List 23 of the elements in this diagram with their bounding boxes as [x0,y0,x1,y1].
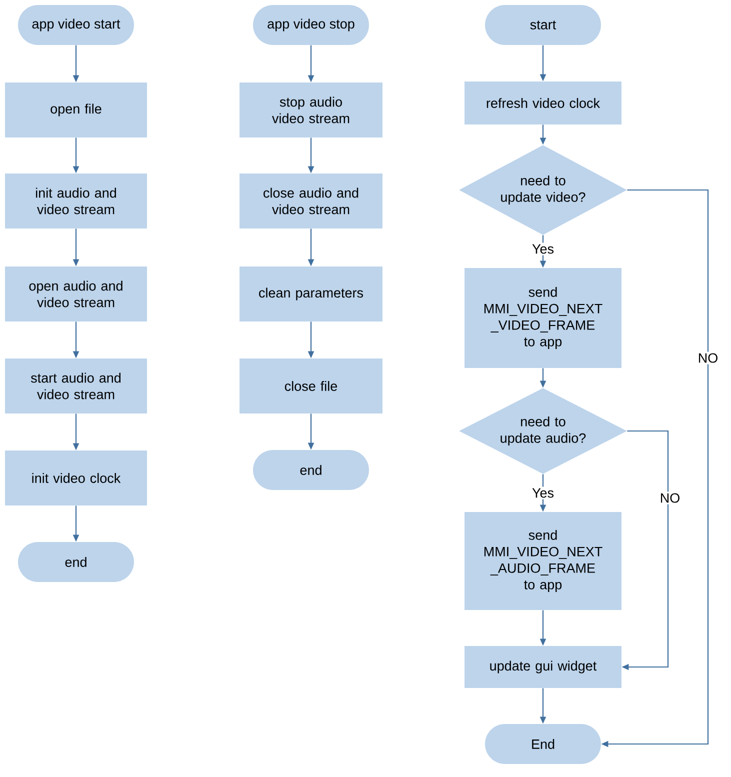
process-box: open file [5,82,147,138]
process-box: send MMI_VIDEO_NEXT _AUDIO_FRAME to app [464,512,622,610]
process-box: start audio and video stream [5,358,147,414]
terminal-pill: end [18,542,134,582]
process-box: stop audio video stream [240,82,382,138]
process-box: clean parameters [240,266,382,322]
process-box: send MMI_VIDEO_NEXT _VIDEO_FRAME to app [464,268,622,368]
terminal-pill: end [253,450,369,490]
terminal-pill: app video stop [253,5,369,45]
terminal-pill: app video start [18,5,134,45]
process-box: open audio and video stream [5,266,147,322]
edge-label: Yes [530,486,556,500]
process-box: refresh video clock [464,82,622,124]
process-box: close file [240,358,382,414]
process-box: init audio and video stream [5,174,147,228]
edge-label: NO [696,352,720,364]
process-box: update gui widget [464,646,622,688]
terminal-pill: start [485,5,601,45]
terminal-pill: End [485,724,601,764]
edge-label: Yes [530,242,556,256]
process-box: init video clock [5,450,147,506]
edge-label: NO [658,492,682,504]
process-box: close audio and video stream [240,174,382,228]
